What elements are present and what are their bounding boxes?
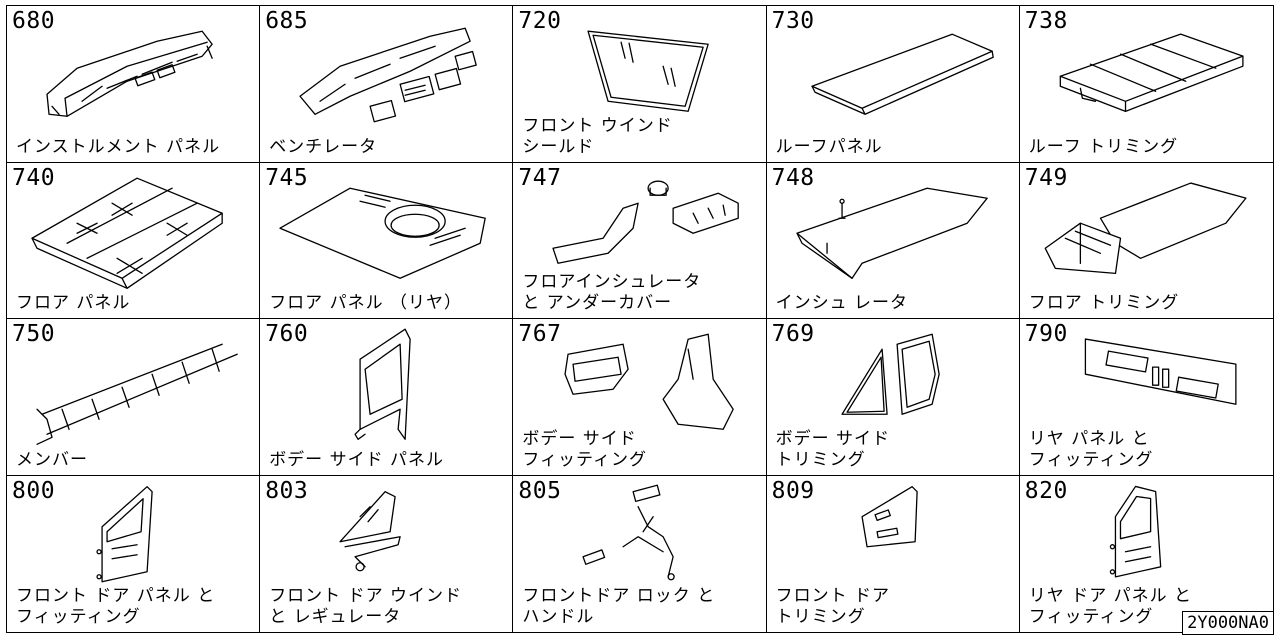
- part-number: 685: [265, 8, 309, 34]
- part-label: フロアインシュレータ と アンダーカバー: [522, 272, 702, 313]
- part-label: フロント ウインド シールド: [522, 115, 673, 157]
- floor-trim-icon: [1044, 181, 1247, 274]
- part-label: ルーフパネル: [775, 136, 883, 157]
- part-cell-738[interactable]: 738 ルーフ トリミング: [1019, 6, 1273, 163]
- door-trim-icon: [861, 485, 918, 547]
- part-cell-809[interactable]: 809 フロント ドア トリミング: [766, 475, 1020, 632]
- part-label: フロント ドア ウインド と レギュレータ: [269, 586, 462, 627]
- part-number: 790: [1024, 321, 1068, 347]
- part-label: ルーフ トリミング: [1028, 136, 1179, 157]
- part-label: インシュ レータ: [775, 293, 908, 313]
- part-number: 748: [771, 164, 815, 191]
- part-label: ボデー サイド トリミング: [775, 428, 890, 470]
- part-cell-820[interactable]: 820 リヤ ドア パネル と フィッティング: [1019, 475, 1273, 632]
- part-cell-745[interactable]: 745 フロア パネル （リヤ）: [260, 162, 514, 319]
- part-number: 820: [1024, 477, 1068, 504]
- part-label: メンバー: [16, 449, 88, 470]
- door-window-regulator-icon: [339, 490, 401, 571]
- part-cell-685[interactable]: 685 ベンチレータ: [260, 6, 514, 163]
- roof-panel-icon: [810, 33, 994, 115]
- part-cell-769[interactable]: 769 ボデー サイド トリミング: [766, 319, 1020, 476]
- door-lock-handle-icon: [582, 484, 676, 580]
- part-label: インストルメント パネル: [16, 136, 221, 157]
- part-number: 720: [518, 8, 562, 34]
- part-cell-730[interactable]: 730 ルーフパネル: [766, 6, 1020, 163]
- parts-catalog-grid: 680 インストルメント パネル 685 ベンチレータ 720: [6, 5, 1274, 633]
- part-number: 800: [12, 477, 56, 504]
- windshield-icon: [587, 30, 710, 112]
- part-label: ボデー サイド パネル: [269, 449, 444, 470]
- part-cell-800[interactable]: 800 フロント ドア パネル と フィッティング: [7, 475, 261, 632]
- part-label: フロントドア ロック と ハンドル: [522, 586, 716, 627]
- rear-floor-panel-icon: [279, 187, 487, 279]
- part-number: 745: [265, 164, 309, 191]
- front-door-panel-icon: [96, 485, 153, 582]
- part-number: 803: [265, 477, 309, 504]
- part-cell-740[interactable]: 740 フロア パネル: [7, 162, 261, 319]
- part-cell-760[interactable]: 760 ボデー サイド パネル: [260, 319, 514, 476]
- part-label: リヤ ドア パネル と フィッティング: [1028, 586, 1193, 627]
- body-side-panel-icon: [354, 328, 411, 440]
- part-number: 767: [518, 321, 562, 347]
- floor-panel-icon: [31, 177, 223, 289]
- part-cell-748[interactable]: 748 インシュ レータ: [766, 162, 1020, 319]
- part-number: 805: [518, 477, 562, 504]
- part-number: 760: [265, 321, 309, 347]
- rear-door-panel-icon: [1109, 485, 1162, 578]
- part-number: 750: [12, 321, 56, 347]
- part-cell-750[interactable]: 750 メンバー: [7, 319, 261, 476]
- part-cell-720[interactable]: 720 フロント ウインド シールド: [513, 6, 767, 163]
- part-cell-749[interactable]: 749 フロア トリミング: [1019, 162, 1273, 319]
- part-number: 809: [771, 477, 815, 504]
- part-number: 747: [518, 164, 562, 191]
- part-cell-747[interactable]: 747 フロアインシュレータ と アンダーカバー: [513, 162, 767, 319]
- part-label: フロア パネル: [16, 293, 131, 313]
- part-number: 730: [771, 8, 815, 34]
- insulator-icon: [795, 187, 988, 279]
- part-number: 738: [1024, 8, 1068, 34]
- part-cell-790[interactable]: 790 リヤ パネル と フィッティング: [1019, 319, 1273, 476]
- part-cell-680[interactable]: 680 インストルメント パネル: [7, 6, 261, 163]
- part-number: 680: [12, 8, 56, 34]
- part-label: ボデー サイド フィッティング: [522, 428, 648, 470]
- roof-trim-icon: [1059, 33, 1244, 112]
- part-cell-805[interactable]: 805 フロントドア ロック と ハンドル: [513, 475, 767, 632]
- floor-insulator-icon: [552, 180, 740, 264]
- frame-member-icon: [36, 343, 238, 445]
- ventilator-icon: [299, 27, 478, 123]
- part-label: フロント ドア トリミング: [775, 586, 890, 627]
- body-side-trim-icon: [841, 333, 940, 415]
- body-side-fitting-icon: [564, 333, 735, 430]
- part-label: フロア トリミング: [1028, 293, 1180, 313]
- part-cell-803[interactable]: 803 フロント ドア ウインド と レギュレータ: [260, 475, 514, 632]
- part-label: フロント ドア パネル と フィッティング: [16, 586, 216, 627]
- part-number: 740: [12, 164, 56, 191]
- part-number: 769: [771, 321, 815, 347]
- part-label: フロア パネル （リヤ）: [269, 293, 462, 313]
- diagram-code-label: 2Y000NA0: [1182, 611, 1274, 635]
- part-label: リヤ パネル と フィッティング: [1028, 428, 1154, 470]
- part-number: 749: [1024, 164, 1068, 191]
- rear-panel-icon: [1084, 338, 1237, 405]
- part-cell-767[interactable]: 767 ボデー サイド フィッティング: [513, 319, 767, 476]
- instrument-panel-icon: [46, 30, 213, 117]
- part-label: ベンチレータ: [269, 136, 378, 157]
